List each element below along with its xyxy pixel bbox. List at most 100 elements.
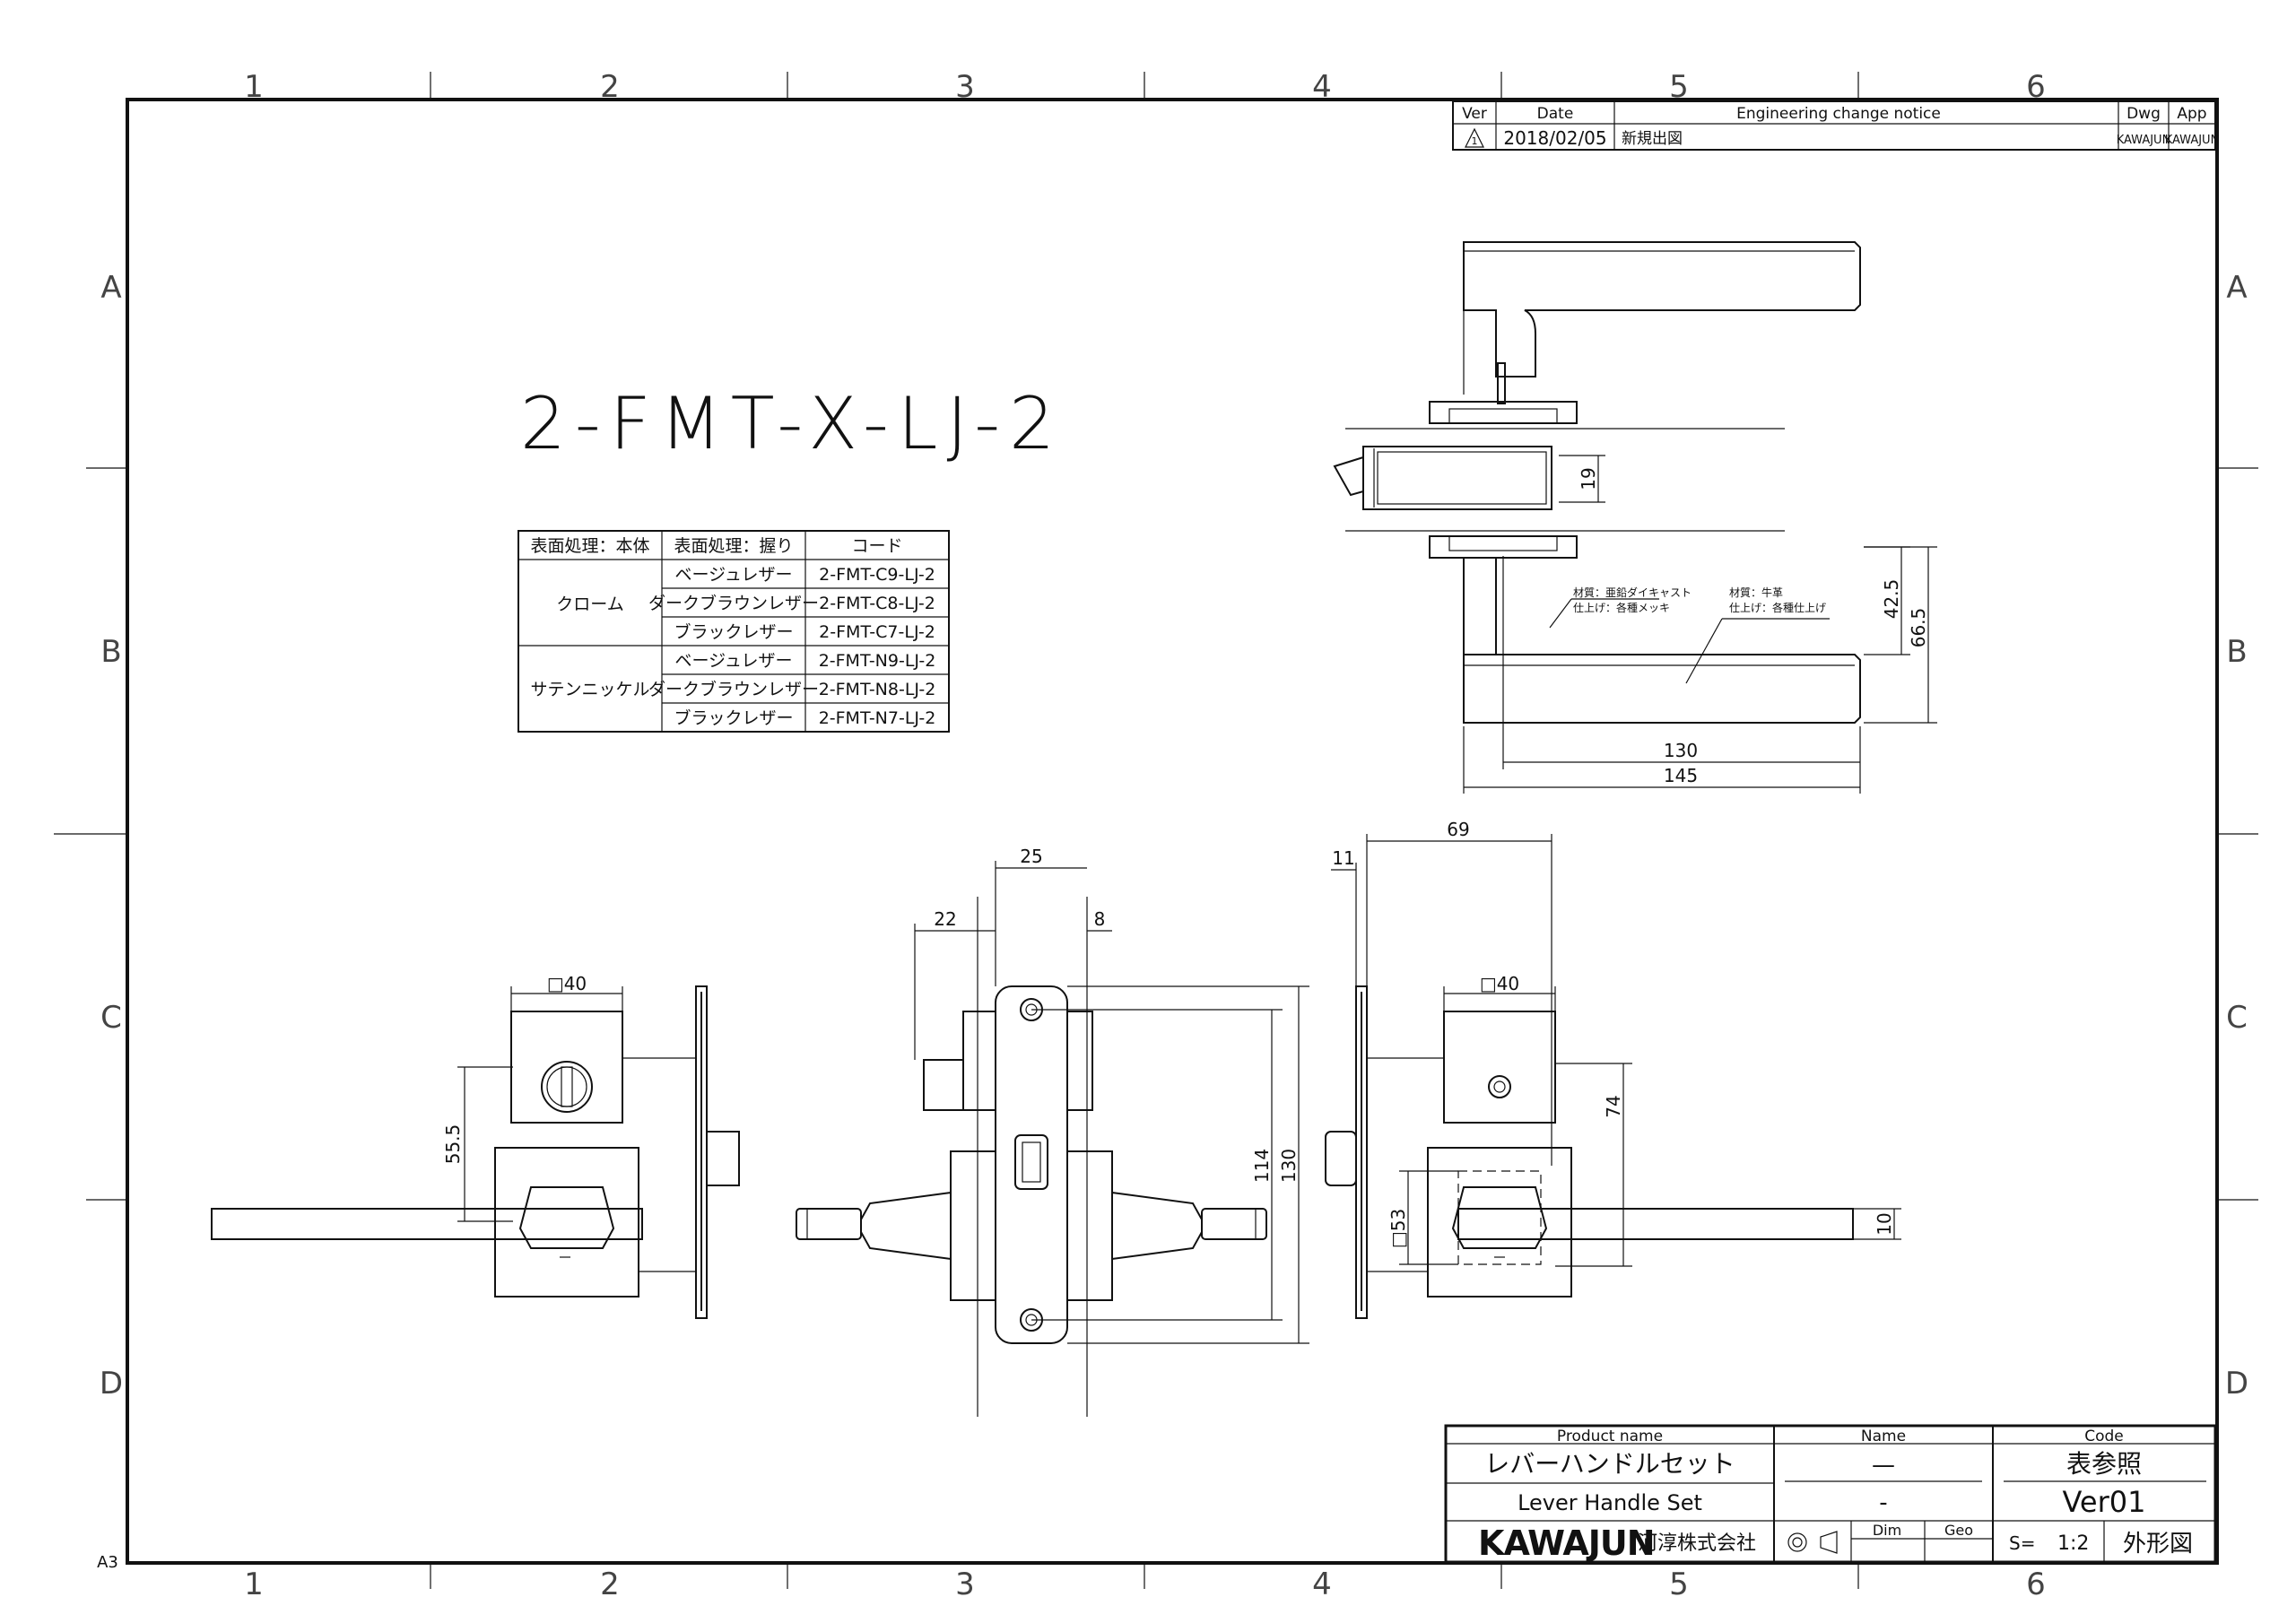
finish-body-satin-nickel: サテンニッケル <box>530 680 649 699</box>
dim-114: 114 <box>1251 1149 1273 1183</box>
rev-header-dwg: Dwg <box>2126 105 2161 123</box>
dim-10: 10 <box>1874 1212 1895 1235</box>
dim-sq53: □53 <box>1387 1209 1409 1248</box>
rev-header-ecn: Engineering change notice <box>1736 105 1941 123</box>
grid-row-d: D <box>100 1366 123 1402</box>
finish-grip-row: ベージュレザー <box>675 651 793 671</box>
grid-col-4: 4 <box>1312 69 1332 105</box>
dim-130-side: 130 <box>1278 1149 1300 1183</box>
finish-code-row: 2-FMT-N7-LJ-2 <box>819 708 936 728</box>
company-logo: KAWAJUN <box>1478 1523 1655 1563</box>
dim-69: 69 <box>1447 819 1469 840</box>
grid-columns-top: 1 2 3 4 5 6 <box>244 69 2046 105</box>
grid-col-2-bottom: 2 <box>600 1567 620 1602</box>
rev-header-app: App <box>2177 105 2206 123</box>
title-scale-label: S= <box>2009 1532 2035 1554</box>
title-product-name-en: Lever Handle Set <box>1518 1490 1702 1515</box>
dim-19: 19 <box>1578 467 1599 490</box>
title-scale-value: 1:2 <box>2057 1532 2089 1555</box>
finish-grip-row: ベージュレザー <box>675 565 793 585</box>
finish-grip-row: ブラックレザー <box>674 621 793 642</box>
dim-11: 11 <box>1332 847 1354 869</box>
finish-header-grip: 表面処理：握り <box>674 536 793 556</box>
finish-code-row: 2-FMT-C9-LJ-2 <box>819 565 935 585</box>
grid-row-a-right: A <box>2226 270 2247 306</box>
grid-row-c: C <box>100 1000 122 1036</box>
title-code-value: 表参照 <box>2066 1449 2142 1479</box>
grid-row-a: A <box>100 270 121 306</box>
dim-sq40-right: □40 <box>1480 973 1519 994</box>
material-note-right: 材質：牛革 <box>1729 586 1783 599</box>
sheet-size-label: A3 <box>97 1553 118 1572</box>
middle-view-drawing: 25 22 8 114 130 <box>796 846 1309 1417</box>
grid-row-b-right: B <box>2226 634 2247 670</box>
dim-sq40-left: □40 <box>547 973 587 994</box>
finish-code-row: 2-FMT-N8-LJ-2 <box>819 680 936 699</box>
rev-row-ecn: 新規出図 <box>1622 130 1683 148</box>
grid-col-6-bottom: 6 <box>2026 1567 2046 1602</box>
title-block: Product name Name Code レバーハンドルセット Lever … <box>1444 1424 2217 1564</box>
dim-42-5: 42.5 <box>1881 579 1902 620</box>
title-name-1: — <box>1872 1452 1895 1479</box>
title-dim-label: Dim <box>1873 1522 1901 1539</box>
finish-header-body: 表面処理：本体 <box>530 536 649 556</box>
dim-66-5: 66.5 <box>1908 608 1929 648</box>
dim-74: 74 <box>1603 1095 1624 1117</box>
finish-grip-row: ダークブラウンレザー <box>648 593 819 613</box>
grid-columns-bottom: 1 2 3 4 5 6 <box>244 1564 2046 1602</box>
title-code-label: Code <box>2084 1428 2124 1445</box>
drawing-frame <box>126 98 2219 1565</box>
title-product-name-label: Product name <box>1557 1428 1663 1445</box>
company-name: 河淳株式会社 <box>1638 1532 1756 1555</box>
finish-grip-row: ブラックレザー <box>674 707 793 728</box>
title-geo-label: Geo <box>1944 1522 1973 1539</box>
grid-col-5: 5 <box>1669 69 1689 105</box>
grid-col-1-bottom: 1 <box>244 1567 264 1602</box>
material-note-left: 材質：亜鉛ダイキャスト <box>1573 586 1692 599</box>
grid-rows: A B C D A B C D A3 <box>54 270 2258 1572</box>
grid-col-6: 6 <box>2026 69 2046 105</box>
title-name-2: - <box>1879 1489 1887 1516</box>
finish-body-chrome: クローム <box>556 595 623 614</box>
revision-triangle-icon <box>1465 127 1484 148</box>
grid-col-3-bottom: 3 <box>955 1567 975 1602</box>
grid-col-1: 1 <box>244 69 264 105</box>
grid-row-b: B <box>100 634 121 670</box>
rev-row-dwg: KAWAJUN <box>2117 134 2171 147</box>
rev-row-app: KAWAJUN <box>2165 134 2220 147</box>
dim-22: 22 <box>934 908 956 930</box>
title-product-name-jp: レバーハンドルセット <box>1484 1449 1735 1479</box>
finish-note-left: 仕上げ：各種メッキ <box>1573 601 1670 614</box>
finish-note-right: 仕上げ：各種仕上げ <box>1729 601 1826 614</box>
grid-col-5-bottom: 5 <box>1669 1567 1689 1602</box>
finish-grip-row: ダークブラウンレザー <box>648 679 819 699</box>
left-view-drawing: □40 55.5 <box>211 973 740 1319</box>
title-version: Ver01 <box>2063 1485 2146 1519</box>
rev-header-ver: Ver <box>1462 105 1487 123</box>
title-drawing-type: 外形図 <box>2123 1531 2193 1558</box>
dim-8: 8 <box>1094 908 1106 930</box>
grid-col-4-bottom: 4 <box>1312 1567 1332 1602</box>
dim-145: 145 <box>1664 765 1698 786</box>
finish-table: 表面処理：本体 表面処理：握り コード クローム サテンニッケル ベージュレザー… <box>517 530 950 733</box>
finish-header-code: コード <box>851 536 902 556</box>
model-code-title: 2-FMT-X-LJ-2 <box>520 382 1064 465</box>
revision-table: Ver Date Engineering change notice Dwg A… <box>1452 100 2220 151</box>
dim-55-5: 55.5 <box>442 1124 464 1165</box>
dim-130-top: 130 <box>1664 740 1698 761</box>
finish-code-row: 2-FMT-C7-LJ-2 <box>819 622 935 642</box>
grid-col-3: 3 <box>955 69 975 105</box>
rev-row-date: 2018/02/05 <box>1503 127 1606 149</box>
first-angle-projection-icon <box>1787 1531 1838 1554</box>
dim-25: 25 <box>1020 846 1042 867</box>
right-view-drawing: 11 69 □40 74 □53 10 <box>1325 819 1901 1319</box>
title-name-label: Name <box>1861 1428 1906 1445</box>
top-view-drawing: 材質：亜鉛ダイキャスト 仕上げ：各種メッキ 材質：牛革 仕上げ：各種仕上げ 19… <box>1333 241 1937 794</box>
grid-row-d-right: D <box>2225 1366 2248 1402</box>
rev-row-ver: 1 <box>1472 135 1478 147</box>
grid-col-2: 2 <box>600 69 620 105</box>
finish-code-row: 2-FMT-N9-LJ-2 <box>819 651 936 671</box>
finish-code-row: 2-FMT-C8-LJ-2 <box>819 594 935 613</box>
grid-row-c-right: C <box>2226 1000 2248 1036</box>
